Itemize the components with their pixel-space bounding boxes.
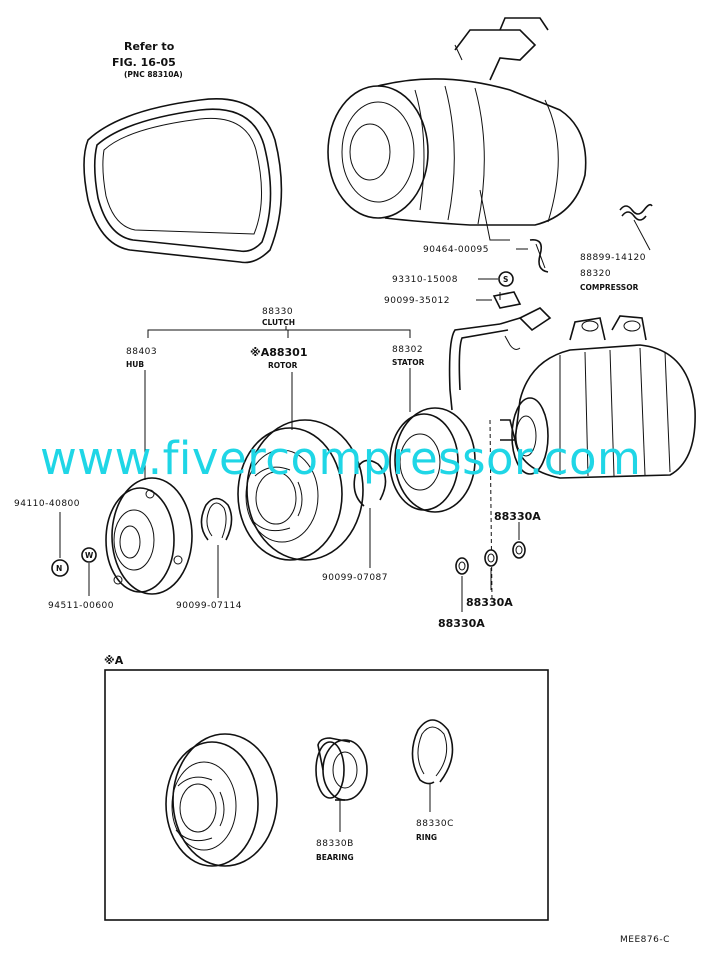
belt-ref-line3: (PNC 88310A)	[124, 70, 183, 79]
bearing-88330b	[315, 737, 368, 801]
snap-ring-90099-07114	[200, 497, 233, 541]
label-88330: 88330	[262, 307, 293, 317]
label-94110: 94110-40800	[14, 499, 80, 509]
svg-text:N: N	[56, 564, 62, 573]
label-compressor: COMPRESSOR	[580, 283, 639, 292]
label-stator: STATOR	[392, 358, 425, 367]
detail-a-frame	[104, 669, 549, 921]
label-bearing: BEARING	[316, 853, 354, 862]
belt-ref-line2: FIG. 16-05	[112, 56, 176, 69]
label-88899: 88899-14120	[580, 253, 646, 263]
label-clutch: CLUTCH	[262, 318, 295, 327]
shim-88330a-2	[484, 549, 498, 567]
label-88301: ※A88301	[250, 346, 307, 359]
label-88320: 88320	[580, 269, 611, 279]
label-88330c: 88330C	[416, 819, 454, 829]
snap-ring-90099-07087	[353, 459, 387, 507]
label-rotor: ROTOR	[268, 361, 298, 370]
compressor-assembly-top	[327, 17, 587, 241]
hub-88403	[105, 477, 193, 595]
detail-a-title: ※A	[104, 654, 124, 667]
ring-88330c	[411, 719, 454, 785]
spring-88899	[619, 203, 653, 221]
figure-code: MEE876-C	[620, 935, 670, 945]
label-88330b: 88330B	[316, 839, 354, 849]
label-88403: 88403	[126, 347, 157, 357]
rotor-detail	[165, 733, 278, 867]
shim-88330a-3	[512, 541, 526, 559]
wire-harness	[448, 307, 552, 601]
belt-ref-line1: Refer to	[124, 40, 175, 53]
clip-90464	[529, 238, 549, 273]
label-88330a-mid: 88330A	[466, 596, 513, 609]
nut-94110: N	[51, 559, 69, 577]
label-hub: HUB	[126, 360, 144, 369]
label-90099-07114: 90099-07114	[176, 601, 242, 611]
label-90099-07087: 90099-07087	[322, 573, 388, 583]
label-88302: 88302	[392, 345, 423, 355]
label-90464: 90464-00095	[423, 245, 489, 255]
label-93310: 93310-15008	[392, 275, 458, 285]
rotor-88301	[237, 419, 364, 561]
watermark: www.fivercompressor.com	[40, 432, 642, 485]
label-88330a-top: 88330A	[494, 510, 541, 523]
stator-88302	[389, 407, 476, 513]
washer-94511: W	[81, 547, 97, 563]
label-88330a-bottom: 88330A	[438, 617, 485, 630]
stud-93310: S	[498, 271, 514, 287]
shim-88330a-1	[455, 557, 469, 575]
svg-text:W: W	[85, 551, 94, 560]
svg-text:S: S	[503, 275, 508, 284]
label-94511: 94511-00600	[48, 601, 114, 611]
label-ring: RING	[416, 833, 437, 842]
bracket-90099-35012	[492, 291, 522, 309]
v-belt	[83, 98, 283, 264]
compressor-body	[500, 315, 696, 479]
label-90099-35012: 90099-35012	[384, 296, 450, 306]
